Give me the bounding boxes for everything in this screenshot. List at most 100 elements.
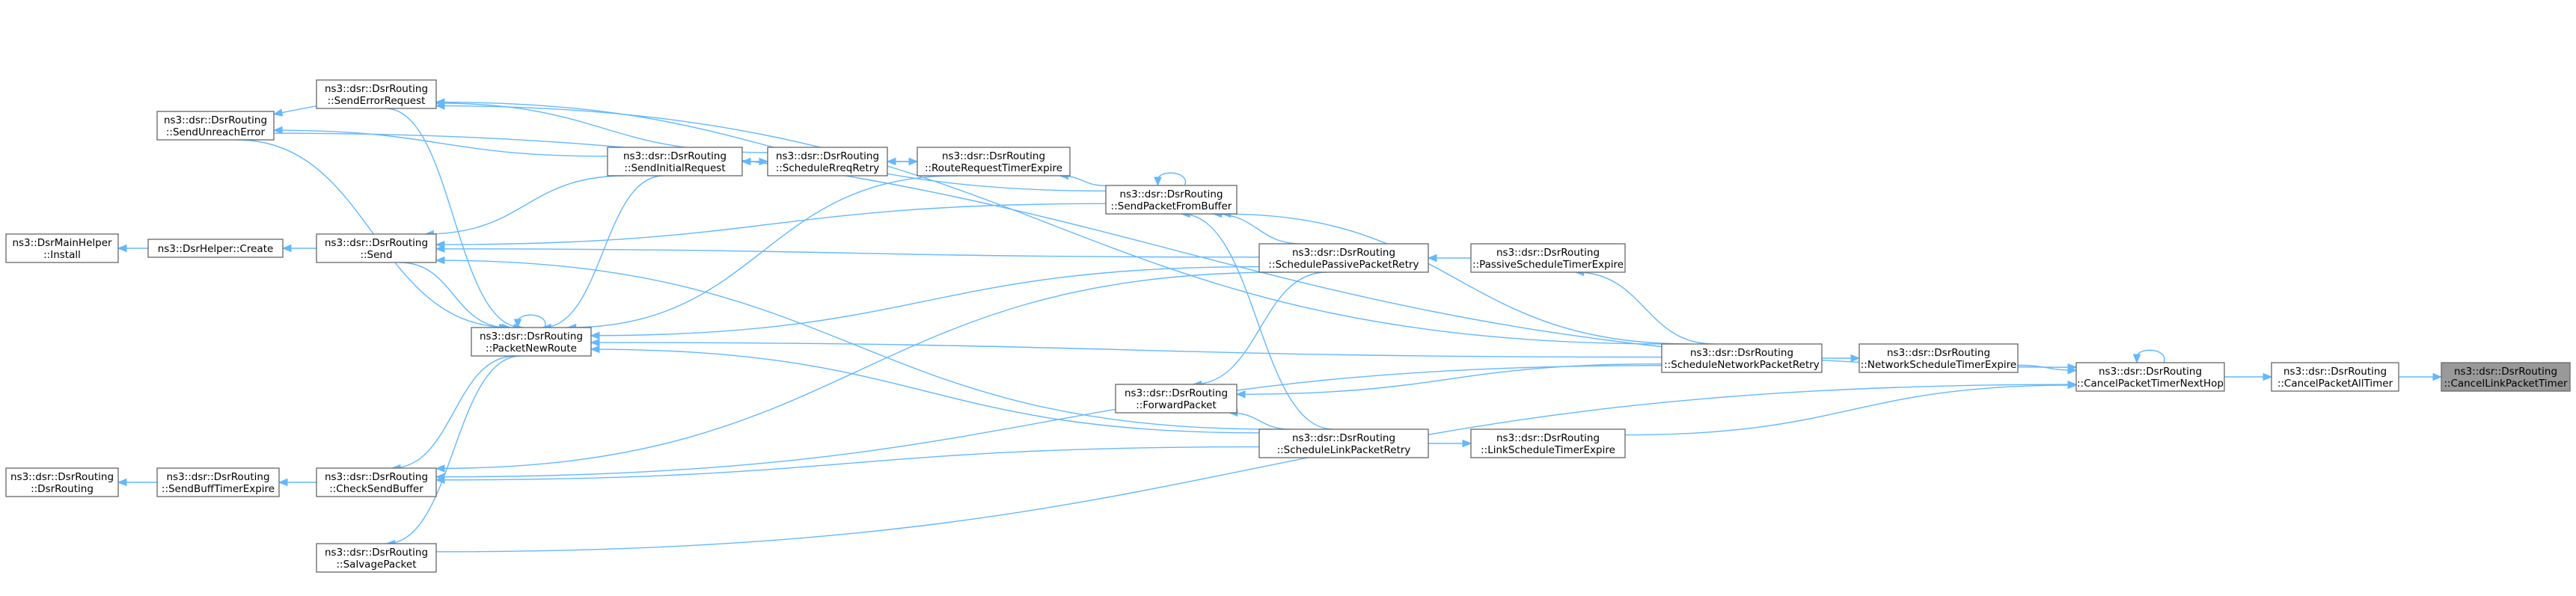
edge-line <box>2135 349 2165 363</box>
edge-arrowhead <box>2067 380 2078 389</box>
node-cancel-all[interactable]: ns3::dsr::DsrRouting::CancelPacketAllTim… <box>2271 362 2399 392</box>
node-ctor[interactable]: ns3::dsr::DsrRouting::DsrRouting <box>5 467 119 497</box>
node-label: ns3::dsr::DsrRouting <box>325 83 428 95</box>
node-sched-net[interactable]: ns3::dsr::DsrRouting::ScheduleNetworkPac… <box>1661 343 1823 373</box>
node-label: ns3::dsr::DsrRouting <box>1887 347 1990 359</box>
edge-cancel-next-to-cancel-all <box>2224 372 2273 381</box>
node-send-unreach[interactable]: ns3::dsr::DsrRouting::SendUnreachError <box>156 111 275 141</box>
node-sched-rreq[interactable]: ns3::dsr::DsrRouting::ScheduleRreqRetry <box>767 147 888 176</box>
node-label: ns3::dsr::DsrRouting <box>1292 432 1395 444</box>
node-label: ns3::dsr::DsrRouting <box>1292 247 1395 259</box>
edge-arrowhead <box>2432 372 2443 381</box>
edge-arrowhead <box>1850 354 1861 363</box>
edge-arrowhead <box>2132 354 2141 364</box>
node-label: ns3::dsr::DsrRouting <box>1125 387 1228 399</box>
node-box <box>2441 362 2571 392</box>
edge-send-to-helper-create <box>281 244 316 253</box>
node-send-buf[interactable]: ns3::dsr::DsrRouting::SendPacketFromBuff… <box>1105 185 1237 215</box>
edge-arrowhead <box>908 157 919 166</box>
node-label: ns3::dsr::DsrRouting <box>623 150 726 162</box>
node-box <box>2271 362 2399 392</box>
edge-line <box>386 355 521 544</box>
node-label: ns3::DsrHelper::Create <box>158 243 274 255</box>
edge-arrowhead <box>590 338 600 347</box>
edge-send-init-to-pnr <box>541 175 664 332</box>
edge-arrowhead <box>117 244 127 253</box>
edge-line <box>567 175 958 328</box>
edges-layer <box>117 98 2443 553</box>
node-salvage[interactable]: ns3::dsr::DsrRouting::SalvagePacket <box>316 543 437 573</box>
edge-line <box>516 314 546 328</box>
edge-sched-link-to-check-buf <box>435 446 1260 485</box>
node-pnr[interactable]: ns3::dsr::DsrRouting::PacketNewRoute <box>471 327 592 357</box>
node-label: ::SalvagePacket <box>337 559 417 571</box>
node-box <box>147 239 284 258</box>
node-main-install[interactable]: ns3::DsrMainHelper::Install <box>5 233 119 263</box>
node-label: ::CancelLinkPacketTimer <box>2444 378 2568 390</box>
node-send-err[interactable]: ns3::dsr::DsrRouting::SendErrorRequest <box>316 79 437 109</box>
node-cancel-next[interactable]: ns3::dsr::DsrRouting::CancelPacketTimerN… <box>2075 362 2225 392</box>
node-label: ns3::dsr::DsrRouting <box>776 150 879 162</box>
node-sched-passive[interactable]: ns3::dsr::DsrRouting::SchedulePassivePac… <box>1258 243 1429 273</box>
node-label: ::LinkScheduleTimerExpire <box>1481 444 1615 456</box>
node-label: ::SendErrorRequest <box>328 95 426 107</box>
node-label: ns3::dsr::DsrRouting <box>1496 432 1600 444</box>
edge-send-init-to-send-unreach <box>272 126 608 157</box>
node-box <box>1470 243 1626 273</box>
edge-arrowhead <box>1235 390 1246 399</box>
node-passive-timer[interactable]: ns3::dsr::DsrRouting::PassiveScheduleTim… <box>1470 243 1626 273</box>
edge-sched-net-to-check-buf <box>435 365 1662 481</box>
edge-line <box>391 355 516 469</box>
edge-arrowhead <box>435 99 445 108</box>
node-box <box>316 79 437 109</box>
edge-line <box>1575 271 1715 345</box>
edge-arrowhead <box>1427 254 1437 262</box>
edge-sched-link-to-send <box>435 256 1273 430</box>
edge-cancel-next-to-cancel-next <box>2132 349 2165 364</box>
node-label: ns3::dsr::DsrRouting <box>164 114 267 126</box>
node-label: ::CancelPacketAllTimer <box>2277 378 2393 390</box>
edge-send-err-to-send-unreach <box>272 105 317 117</box>
node-box <box>767 147 888 176</box>
node-link-timer[interactable]: ns3::dsr::DsrRouting::LinkScheduleTimerE… <box>1470 428 1626 458</box>
node-rreq-timer[interactable]: ns3::dsr::DsrRouting::RouteRequestTimerE… <box>917 147 1071 176</box>
node-buff-timer[interactable]: ns3::dsr::DsrRouting::SendBuffTimerExpir… <box>156 467 280 497</box>
edge-line <box>1181 213 1334 430</box>
node-check-buf[interactable]: ns3::dsr::DsrRouting::CheckSendBuffer <box>316 467 437 497</box>
edge-sched-passive-to-forward <box>1192 271 1327 389</box>
node-label: ::SchedulePassivePacketRetry <box>1268 259 1419 271</box>
node-send[interactable]: ns3::dsr::DsrRouting::Send <box>316 233 437 263</box>
edge-send-err-to-pnr <box>385 108 524 332</box>
node-label: ::SendBuffTimerExpire <box>162 483 275 495</box>
edge-passive-timer-to-sched-passive <box>1427 254 1471 262</box>
edge-sched-link-to-link-timer <box>1428 439 1472 448</box>
node-box <box>1470 428 1626 458</box>
edge-arrowhead <box>2067 363 2078 372</box>
node-sched-link[interactable]: ns3::dsr::DsrRouting::ScheduleLinkPacket… <box>1258 428 1429 458</box>
node-label: ns3::dsr::DsrRouting <box>166 471 269 483</box>
edge-line <box>435 271 1283 470</box>
edge-sched-net-to-pnr <box>590 338 1662 358</box>
node-net-timer[interactable]: ns3::dsr::DsrRouting::NetworkScheduleTim… <box>1858 343 2019 373</box>
edge-line <box>542 175 664 328</box>
edge-sched-net-to-send-err <box>435 102 1668 345</box>
node-cancel-link[interactable]: ns3::dsr::DsrRouting::CancelLinkPacketTi… <box>2441 362 2571 392</box>
node-label: ::ScheduleNetworkPacketRetry <box>1664 359 1820 371</box>
node-label: ns3::dsr::DsrRouting <box>2454 366 2557 378</box>
edge-arrowhead <box>278 478 288 487</box>
node-label: ns3::dsr::DsrRouting <box>10 471 114 483</box>
node-label: ::PacketNewRoute <box>486 342 577 354</box>
node-box <box>2075 362 2225 392</box>
node-forward[interactable]: ns3::dsr::DsrRouting::ForwardPacket <box>1115 384 1237 414</box>
edge-line <box>435 101 1107 192</box>
edge-line <box>1213 213 1302 245</box>
node-helper-create[interactable]: ns3::DsrHelper::Create <box>147 239 284 258</box>
node-send-init[interactable]: ns3::dsr::DsrRouting::SendInitialRequest <box>607 147 743 176</box>
edge-line <box>435 105 1668 345</box>
node-label: ::CheckSendBuffer <box>329 483 423 495</box>
node-box <box>156 111 275 141</box>
node-label: ns3::dsr::DsrRouting <box>325 547 428 559</box>
edge-line <box>1157 172 1186 186</box>
edge-line <box>590 342 1662 358</box>
node-label: ::CancelPacketTimerNextHop <box>2077 378 2224 390</box>
